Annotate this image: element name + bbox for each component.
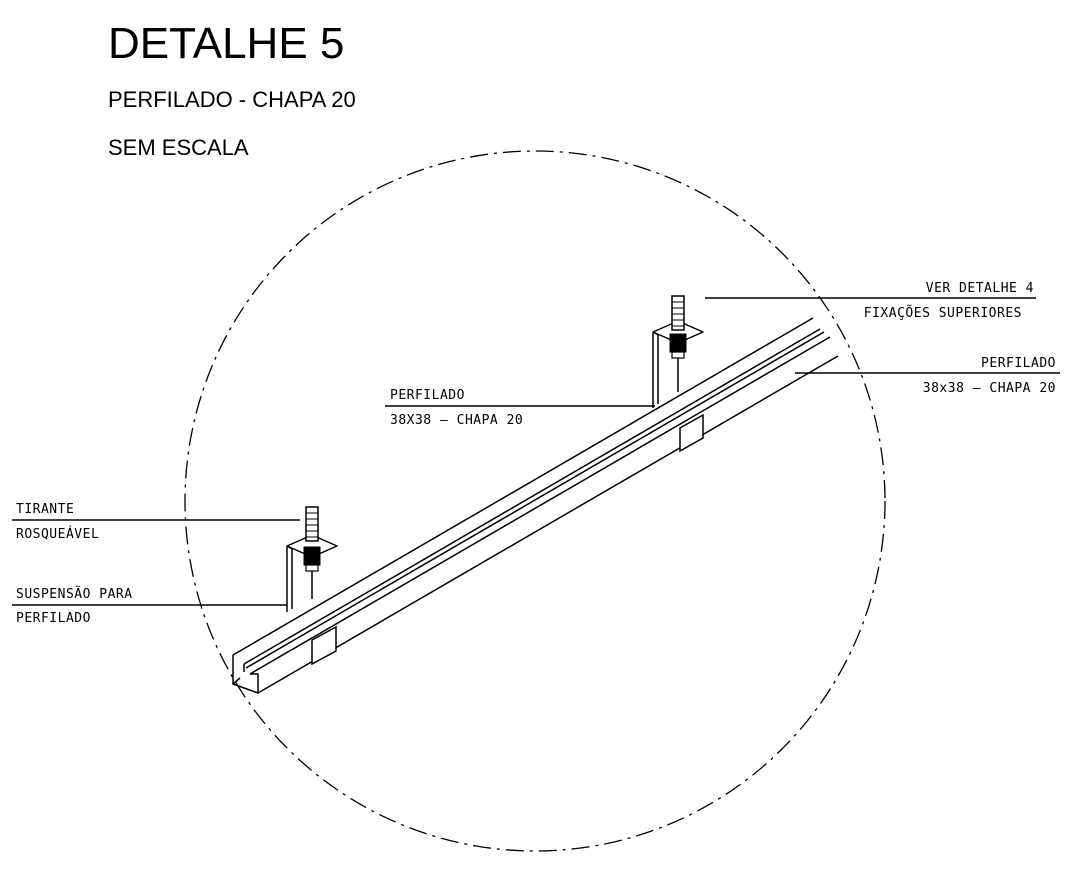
detail-title: DETALHE 5 [108, 19, 345, 68]
clip-plate-right [679, 413, 704, 453]
label-perfilado-mid-spec: 38X38 – CHAPA 20 [390, 413, 523, 428]
label-perfilado-right-spec: 38x38 – CHAPA 20 [923, 381, 1056, 396]
perfilado-channel [232, 317, 839, 694]
label-ver-detalhe: VER DETALHE 4 [926, 281, 1034, 296]
scale-note: SEM ESCALA [108, 135, 249, 160]
label-suspensao-perfilado: PERFILADO [16, 611, 91, 626]
tirante-rod-right [669, 295, 687, 359]
label-tirante: TIRANTE [16, 502, 74, 517]
label-perfilado-mid-name: PERFILADO [390, 388, 465, 403]
label-suspensao: SUSPENSÃO PARA [16, 586, 133, 602]
tirante-rod-left [303, 506, 321, 572]
label-perfilado-right-name: PERFILADO [981, 356, 1056, 371]
detail-subtitle: PERFILADO - CHAPA 20 [108, 87, 356, 112]
detail-boundary-circle [184, 150, 886, 852]
label-rosqueavel: ROSQUEÁVEL [16, 526, 99, 542]
clip-plate-left [311, 625, 337, 666]
label-fixacoes: FIXAÇÕES SUPERIORES [864, 305, 1022, 321]
